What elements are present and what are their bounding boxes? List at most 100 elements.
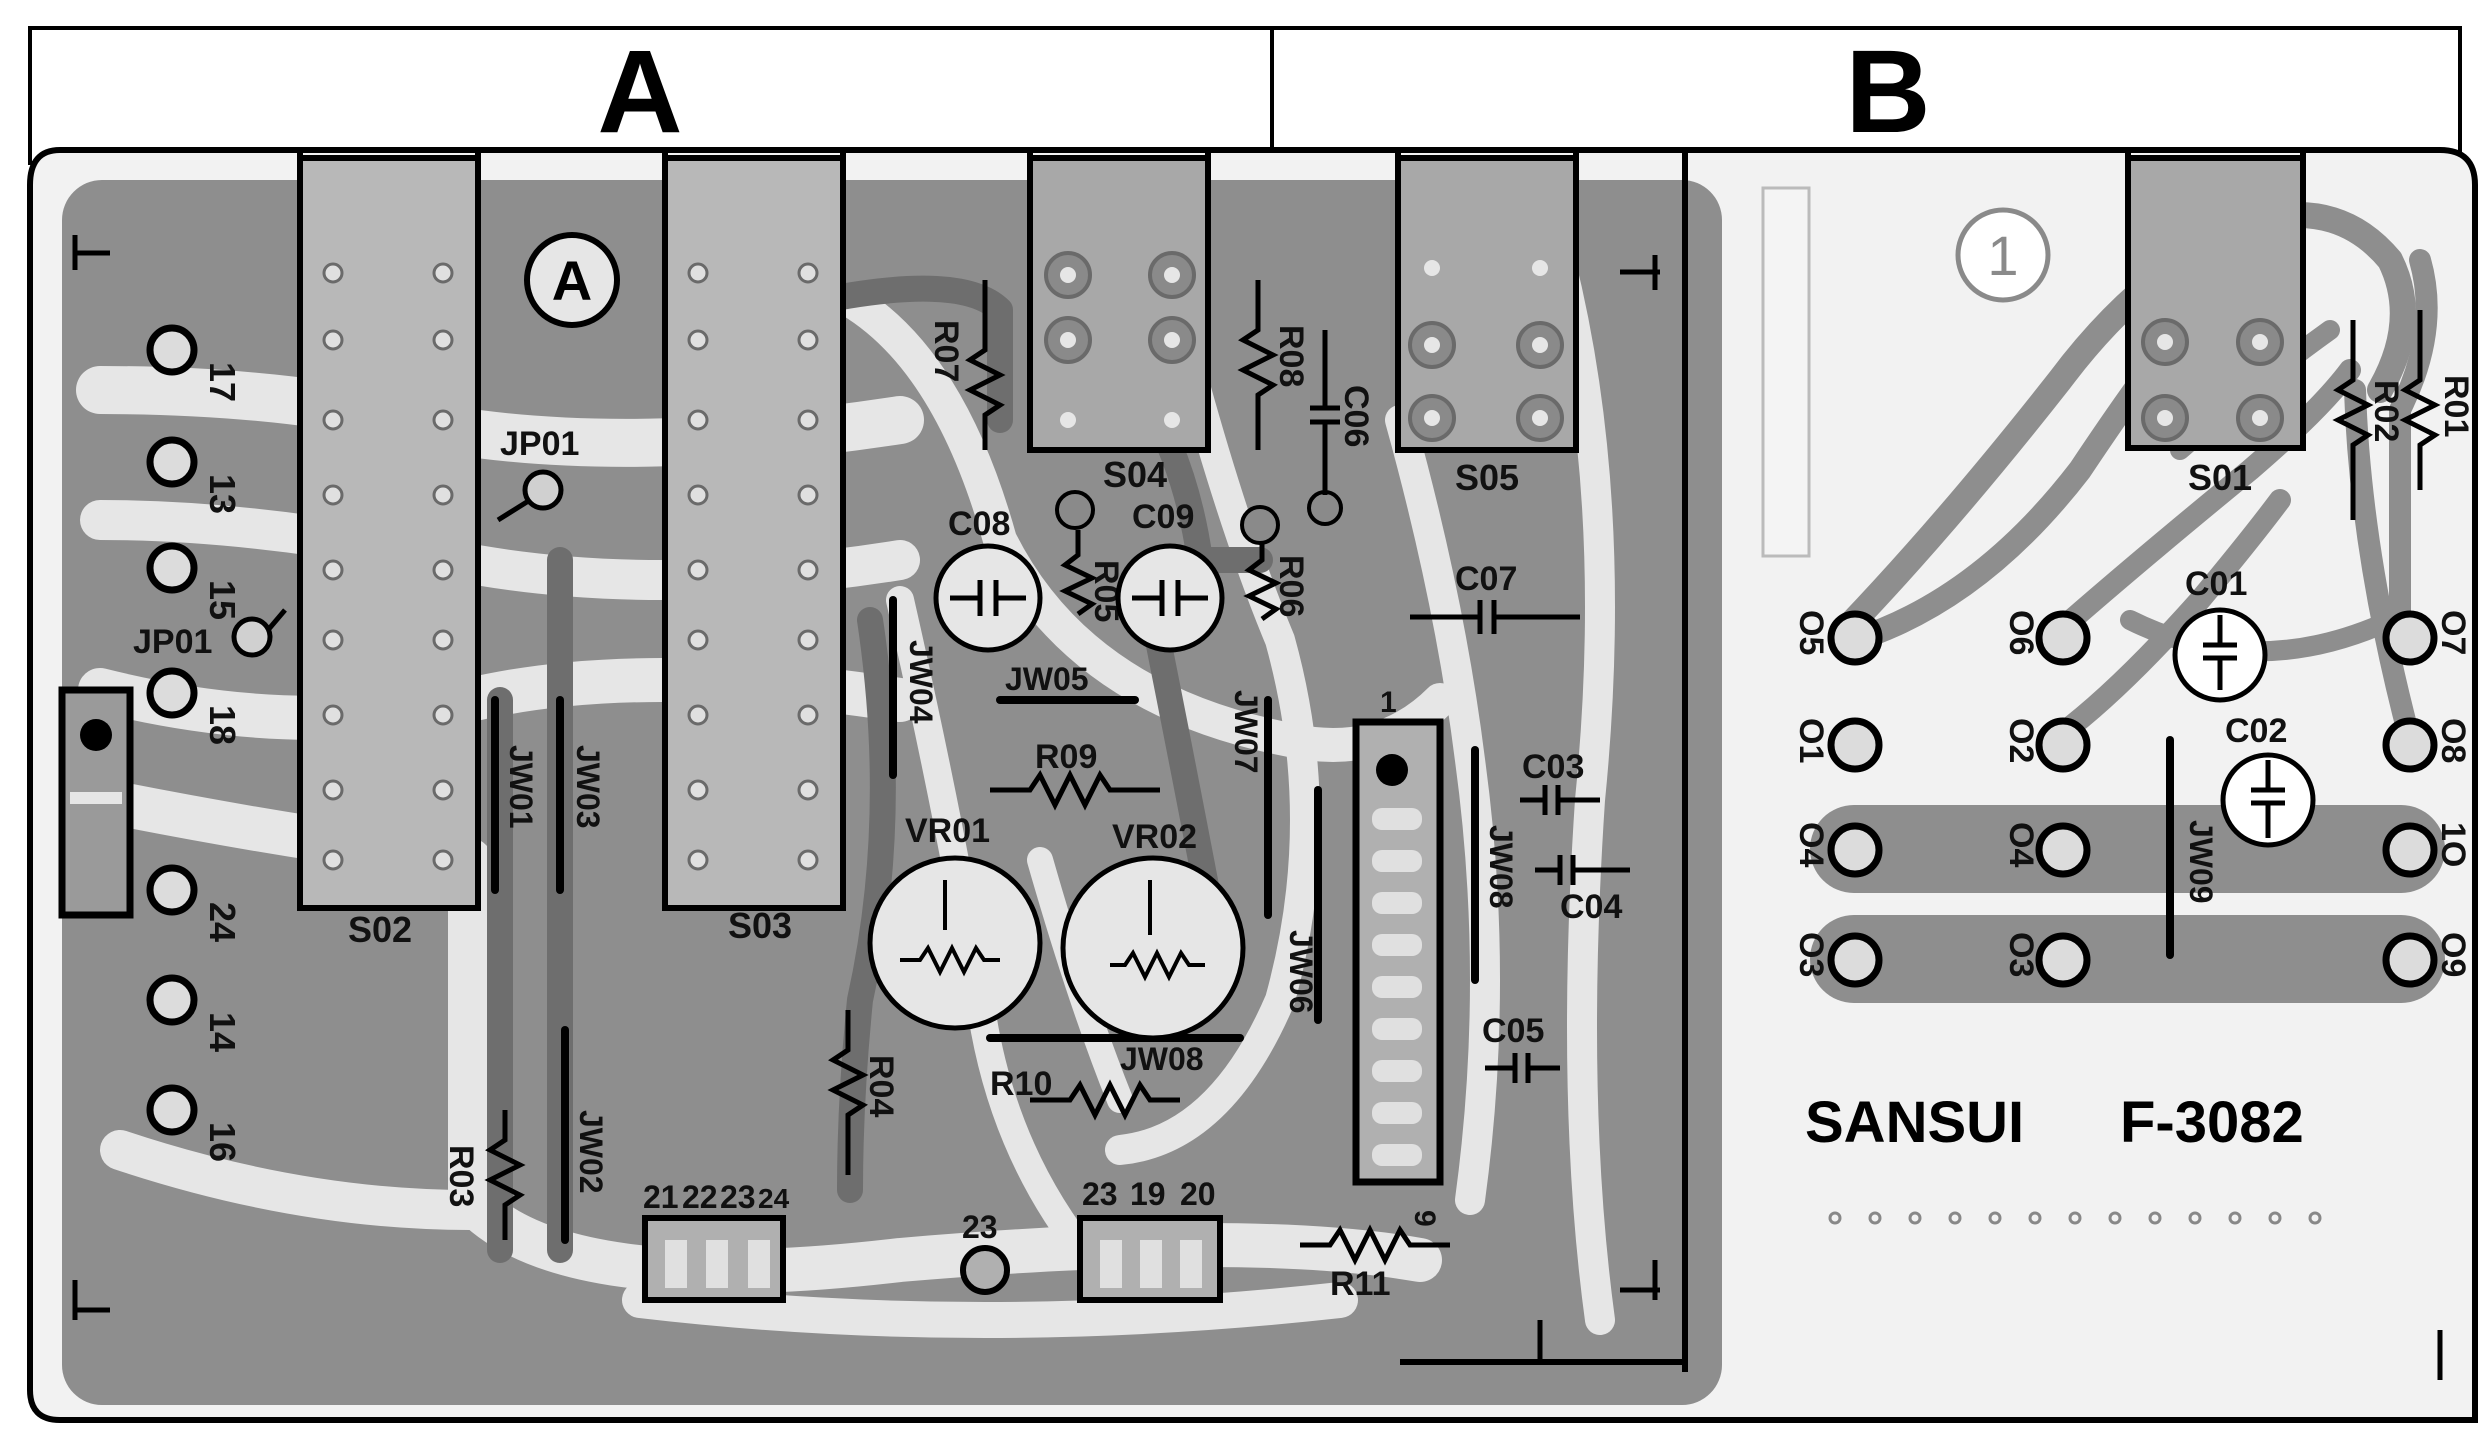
board-b-bus-1	[1810, 805, 2445, 893]
bottom-pin-label: 22	[682, 1179, 718, 1215]
capacitor-c02: C02	[2220, 712, 2316, 848]
header-frame	[28, 26, 2462, 165]
edge-pin-label: 14	[202, 1012, 243, 1052]
trimmer-vr01-label: VR01	[905, 812, 990, 850]
jumper-jw08-label: JW08	[1483, 825, 1519, 909]
resistor-r04-label: R04	[862, 1055, 900, 1117]
board-b-traces	[1837, 202, 2438, 751]
socket-s03-label: S03	[728, 905, 792, 946]
resistor-pads	[1055, 490, 1343, 545]
bottom-pin-label: 20	[1180, 1176, 1216, 1212]
pin-label: O1	[1792, 718, 1830, 763]
socket-s01: S01	[2125, 150, 2306, 498]
capacitor-c08: C08	[933, 505, 1043, 653]
section-label-a: A	[597, 26, 682, 158]
capacitor-c01-label: C01	[2185, 565, 2247, 603]
pin-label: O3	[1792, 932, 1830, 977]
edge-pin-label: 17	[202, 362, 243, 402]
pad-23-label: 23	[962, 1209, 998, 1245]
bottom-connector-right: 23 19 20	[1077, 1176, 1223, 1303]
capacitor-c08-label: C08	[948, 505, 1010, 543]
pin-label: O6	[2002, 610, 2040, 655]
dotted-row	[1828, 1211, 2322, 1225]
jumper-jw06-label: JW06	[1283, 930, 1319, 1014]
resistor-r01-label: R01	[2437, 375, 2475, 437]
jumper-jw08b-label: JW08	[1120, 1041, 1204, 1077]
ic-strip: 1 9	[1352, 686, 1444, 1227]
jp01-left-pad	[231, 616, 273, 658]
bottom-pin-label: 19	[1130, 1176, 1166, 1212]
board-b-bus-2	[1810, 915, 2445, 1003]
small-capacitors-a	[1310, 330, 1630, 1083]
bottom-connector-left: 21 22 23 24	[642, 1179, 790, 1303]
resistor-r08-label: R08	[1272, 325, 1310, 387]
capacitor-c07-label: C07	[1455, 560, 1517, 598]
resistor-r09-label: R09	[1035, 738, 1097, 776]
pin-label: O9	[2434, 932, 2472, 977]
section-label-b: B	[1845, 26, 1930, 158]
jumper-jw09-label: JW09	[2183, 820, 2219, 904]
jp01-top-label: JP01	[500, 425, 579, 463]
ic-pin1-label: 1	[1380, 686, 1397, 719]
socket-s05-label: S05	[1455, 457, 1519, 498]
bottom-pin-label: 23	[720, 1179, 756, 1215]
capacitor-c04-label: C04	[1560, 888, 1622, 926]
pin-label: O2	[2002, 718, 2040, 763]
marker-a-label: A	[552, 249, 592, 312]
board-b-strip	[1761, 186, 1811, 558]
marker-a-circle	[524, 232, 620, 328]
socket-s02-label: S02	[348, 909, 412, 950]
edge-connector-pins: 17 13 15 18 24 14 16	[146, 324, 243, 1162]
left-block-marker	[80, 719, 112, 751]
resistor-r03-label: R03	[442, 1145, 480, 1207]
bottom-pin-label: 23	[1082, 1176, 1118, 1212]
socket-s05: S05	[1395, 150, 1579, 498]
pin-label: O5	[1792, 610, 1830, 655]
resistor-r11-label: R11	[1330, 1265, 1391, 1303]
capacitor-c01: C01	[2172, 565, 2268, 703]
edge-pin-label: 18	[202, 705, 243, 745]
capacitor-c02-label: C02	[2225, 712, 2287, 750]
jumper-jw07-label: JW07	[1228, 690, 1264, 774]
resistors-a	[484, 280, 1450, 1266]
bottom-pin-label: 24	[758, 1183, 790, 1214]
brand-label: SANSUI	[1805, 1090, 2024, 1155]
socket-s03: S03	[662, 150, 846, 946]
jp01-left-label: JP01	[133, 623, 212, 661]
resistor-r06-label: R06	[1272, 555, 1310, 617]
capacitor-c03-label: C03	[1522, 748, 1584, 786]
resistor-r10-label: R10	[990, 1065, 1052, 1103]
edge-pin-label: 15	[202, 580, 243, 620]
socket-s02: S02	[297, 150, 481, 950]
pin-label: O8	[2434, 718, 2472, 763]
resistors-b	[2332, 310, 2441, 520]
socket-s01-label: S01	[2188, 457, 2252, 498]
trimmer-vr02: VR02	[1060, 818, 1246, 1041]
resistor-r02-label: R02	[2367, 380, 2405, 442]
jp01-top-pad	[522, 469, 564, 511]
resistor-r07-label: R07	[927, 320, 965, 382]
socket-s04: S04	[1027, 150, 1211, 495]
capacitor-c06-label: C06	[1337, 385, 1375, 447]
trimmer-vr01: VR01	[867, 812, 1043, 1031]
pin-label: 1O	[2434, 822, 2472, 867]
jumper-jw01-label: JW01	[503, 745, 539, 829]
corner-marks-a	[72, 235, 1660, 1360]
edge-pin-label: 13	[202, 474, 243, 514]
jumper-jw05-label: JW05	[1005, 661, 1089, 697]
pin-label: O4	[1792, 822, 1830, 867]
edge-pin-label: 16	[202, 1122, 243, 1162]
jumper-jw03-label: JW03	[570, 745, 606, 829]
marker-1-label: 1	[1987, 224, 2018, 287]
trimmer-vr02-label: VR02	[1112, 818, 1197, 856]
capacitor-c09: C09	[1115, 498, 1225, 653]
pin-label: O3	[2002, 932, 2040, 977]
pin-label: O4	[2002, 822, 2040, 867]
ic-pin9-label: 9	[1408, 1210, 1441, 1227]
capacitor-c05-label: C05	[1482, 1012, 1544, 1050]
pad-23	[960, 1245, 1010, 1295]
jumper-jw02-label: JW02	[573, 1110, 609, 1194]
pin-label: O7	[2434, 610, 2472, 655]
